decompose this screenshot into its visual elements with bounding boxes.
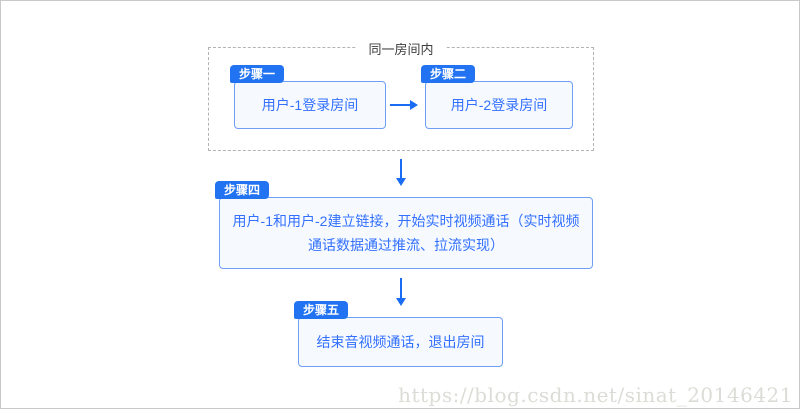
arrow-down-icon — [396, 278, 406, 306]
step2-text: 用户-2登录房间 — [450, 97, 548, 113]
step4-card: 步骤四 用户-1和用户-2建立链接，开始实时视频通话（实时视频通话数据通过推流、… — [215, 181, 593, 269]
step5-badge: 步骤五 — [294, 301, 349, 319]
step5-card: 步骤五 结束音视频通话，退出房间 — [294, 301, 503, 367]
step2-badge: 步骤二 — [421, 65, 476, 83]
arrow-down-icon — [396, 159, 406, 186]
step2-card: 步骤二 用户-2登录房间 — [421, 65, 573, 129]
step1-badge: 步骤一 — [230, 65, 285, 83]
watermark: https://blog.csdn.net/sinat_20146421 — [398, 383, 793, 407]
arrow-right-icon — [390, 100, 418, 110]
step5-text: 结束音视频通话，退出房间 — [316, 334, 485, 350]
step1-card: 步骤一 用户-1登录房间 — [230, 65, 386, 129]
room-label: 同一房间内 — [356, 39, 446, 58]
step1-text: 用户-1登录房间 — [261, 97, 359, 113]
room-container: 同一房间内 — [208, 39, 594, 151]
step4-text: 用户-1和用户-2建立链接，开始实时视频通话（实时视频通话数据通过推流、拉流实现… — [232, 213, 580, 253]
step4-badge: 步骤四 — [215, 181, 270, 199]
